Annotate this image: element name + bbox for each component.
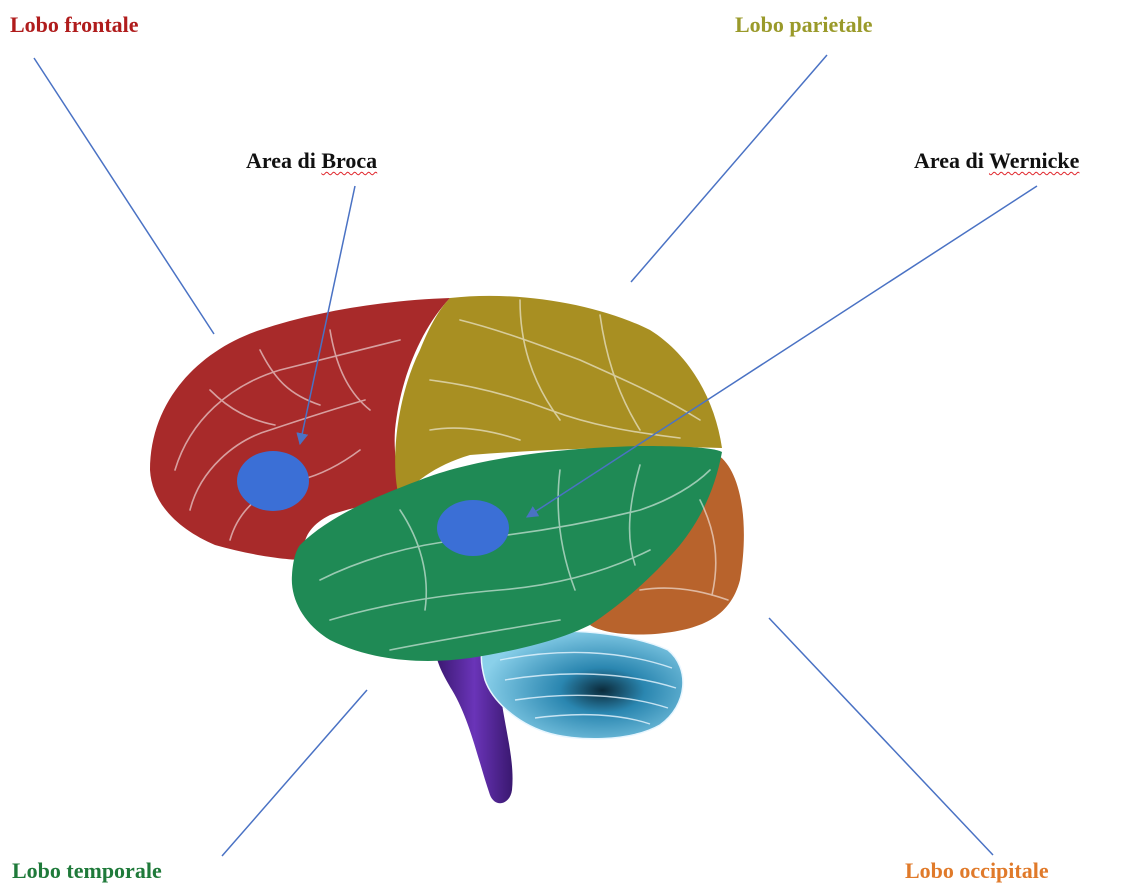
- occipital-lobe-label: Lobo occipitale: [905, 858, 1049, 884]
- wernicke-area-label-prefix: Area di: [914, 148, 984, 173]
- occipital-lobe-leader-line: [769, 618, 993, 855]
- broca-area-marker: [237, 451, 309, 511]
- broca-area-label-name: Broca: [321, 148, 377, 173]
- wernicke-area-marker: [437, 500, 509, 556]
- frontal-lobe-label: Lobo frontale: [10, 12, 139, 38]
- wernicke-area-label: Area di Wernicke: [914, 148, 1079, 174]
- broca-area-label: Area di Broca: [246, 148, 377, 174]
- parietal-lobe-label: Lobo parietale: [735, 12, 873, 38]
- parietal-lobe-leader-line: [631, 55, 827, 282]
- broca-area-label-prefix: Area di: [246, 148, 316, 173]
- temporal-lobe-label: Lobo temporale: [12, 858, 162, 884]
- temporal-lobe-leader-line: [222, 690, 367, 856]
- wernicke-area-label-name: Wernicke: [989, 148, 1079, 173]
- frontal-lobe-leader-line: [34, 58, 214, 334]
